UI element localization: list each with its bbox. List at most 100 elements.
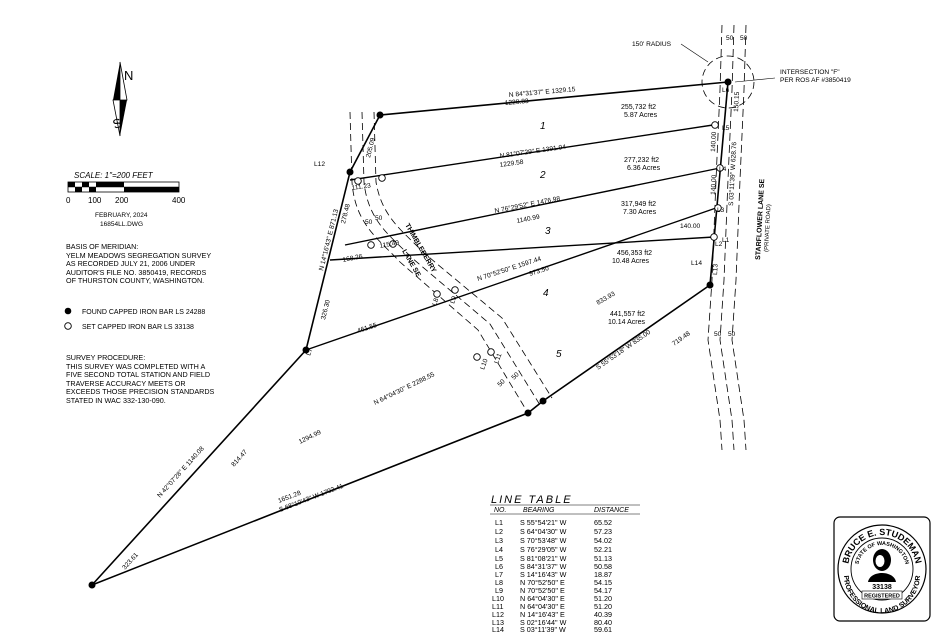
line-table-distance: 40.39 (594, 610, 612, 619)
line-id-l12: L12 (314, 161, 325, 168)
radius-circle (701, 55, 755, 109)
line-table-bearing: S 70°53'48" W (520, 536, 567, 545)
line-table-distance: 51.13 (594, 554, 612, 563)
distance-label: 50 (496, 378, 506, 388)
lot-3-area: 317,949 ft2 (621, 201, 656, 208)
distance-label: 50 (728, 331, 736, 338)
line-table-bearing: N 14°16'43" E (520, 610, 565, 619)
line-table-no: L13 (492, 618, 504, 627)
line-table-distance: 54.17 (594, 586, 612, 595)
lot-4-area: 456,353 ft2 (617, 250, 652, 257)
basis-of-meridian-note: BASIS OF MERIDIAN: YELM MEADOWS SEGREGAT… (66, 242, 212, 286)
lot-2-number: 2 (539, 170, 546, 181)
distance-label: 1229.58 (499, 159, 524, 169)
legend-set-label: SET CAPPED IRON BAR LS 33138 (82, 324, 194, 331)
line-table-bearing: S 03°11'39" W (520, 625, 566, 634)
lot-5-acres: 10.14 Acres (608, 319, 645, 326)
north-arrow-icon: N S (111, 61, 133, 137)
lot-1-acres: 5.87 Acres (624, 112, 658, 119)
table-row: L14 S 03°11'39" W 59.61 (492, 625, 642, 634)
line-table-no: L8 (495, 578, 503, 587)
distance-label: 50 (510, 371, 520, 381)
line-id-l6: L6 (722, 87, 730, 94)
table-row: L6 S 84°31'37" W 50.58 (492, 562, 642, 571)
line-table-bearing: S 76°29'05" W (520, 545, 567, 554)
line-id-l14: L14 (691, 260, 702, 267)
line-id-l2: L2 (715, 241, 723, 248)
north-label: N (124, 68, 133, 83)
line-table-bearing: N 70°52'50" E (520, 578, 565, 587)
line-table-no: L5 (495, 554, 503, 563)
lot-4-acres: 10.48 Acres (612, 258, 649, 265)
line-table-bearing: N 64°04'30" E (520, 594, 565, 603)
distance-label: 833.93 (596, 290, 617, 306)
legend-found-label: FOUND CAPPED IRON BAR LS 24288 (82, 309, 205, 316)
bearing-b8: N 14°16'43" E 871.13 (317, 208, 340, 271)
table-row: L5 S 81°08'21" W 51.13 (492, 554, 642, 563)
distance-label: 278.48 (340, 203, 352, 225)
table-row: L2 S 64°04'30" W 57.23 (492, 527, 642, 536)
line-table-no: L3 (495, 536, 503, 545)
seal-registered: REGISTERED (864, 594, 900, 600)
lot-5-area: 441,557 ft2 (610, 311, 645, 318)
line-table-distance: 52.21 (594, 545, 612, 554)
thimbleberry-lane (349, 111, 553, 414)
line-table-distance: 80.40 (594, 618, 612, 627)
line-table-bearing: S 14°16'43" W (520, 570, 567, 579)
starflower-lane (707, 24, 747, 451)
found-monument-icon (64, 307, 72, 315)
distance-label: 50 (726, 35, 734, 42)
bearing-b5: N 64°04'30" E 2288.55 (372, 370, 436, 407)
distance-label: 168.26 (342, 253, 363, 264)
line-table-distance: 54.15 (594, 578, 612, 587)
table-row: L12 N 14°16'43" E 40.39 (492, 610, 642, 619)
distance-label: 973.50 (528, 265, 550, 278)
line-table-distance: 18.87 (594, 570, 612, 579)
line-table-no: L11 (492, 602, 504, 611)
lot-labels: 1 255,732 ft2 5.87 Acres 2 277,232 ft2 6… (539, 104, 661, 360)
line-table-distance: 51.20 (594, 602, 612, 611)
line-table-bearing: S 55°54'21" W (520, 518, 567, 527)
lot-2-acres: 6.36 Acres (627, 165, 661, 172)
line-table-no: L10 (492, 594, 504, 603)
scale-tick-100: 100 (88, 196, 102, 205)
lot-4-number: 4 (543, 288, 549, 299)
starflower-private-label: (PRIVATE ROAD) (764, 204, 772, 252)
table-row: L13 S 02°16'44" W 80.40 (492, 618, 642, 627)
table-row: L9 N 70°52'50" E 54.17 (492, 586, 642, 595)
distance-label: 205.09 (365, 137, 377, 159)
table-row: L10 N 64°04'30" E 51.20 (492, 594, 642, 603)
table-row: L3 S 70°53'48" W 54.02 (492, 536, 642, 545)
line-table-col-distance: DISTANCE (594, 507, 629, 514)
line-table-no: L6 (495, 562, 503, 571)
radius-leader (680, 43, 709, 63)
line-table-no: L12 (492, 610, 504, 619)
bearing-b10: S 03°11'39" W 628.76 (727, 141, 738, 206)
distance-label: 719.48 (671, 330, 692, 347)
starflower-lane-label: STARFLOWER LANE SE (755, 178, 766, 260)
scale-tick-400: 400 (172, 196, 186, 205)
radius-label: 150' RADIUS (632, 41, 672, 48)
bearing-b2: N 81°07'29" E 1391.94 (499, 143, 567, 160)
line-table-bearing: N 70°52'50" E (520, 586, 565, 595)
distance-label: 50 (740, 35, 748, 42)
line-id-l9: L9 (449, 295, 458, 305)
line-table-col-no: NO. (494, 507, 507, 514)
distance-label: 461.55 (356, 322, 378, 335)
distance-label: 50 (365, 219, 373, 226)
lot-2-area: 277,232 ft2 (624, 157, 659, 164)
line-table-distance: 59.61 (594, 625, 612, 634)
distance-label: 814.47 (230, 448, 249, 468)
lot-3-number: 3 (545, 226, 551, 237)
bearing-b4: N 70°52'50" E 1597.44 (476, 255, 542, 283)
line-table-bearing: S 81°08'21" W (520, 554, 567, 563)
surveyor-seal: BRUCE E. STUDEMAN STATE OF WASHINGTON PR… (833, 516, 931, 622)
line-table-no: L1 (495, 518, 503, 527)
table-row: L8 N 70°52'50" E 54.15 (492, 578, 642, 587)
table-row: L4 S 76°29'05" W 52.21 (492, 545, 642, 554)
line-table-distance: 65.52 (594, 518, 612, 527)
distance-label: 1140.99 (516, 214, 541, 225)
line-id-l10: L10 (479, 358, 489, 371)
line-table-bearing: S 64°04'30" W (520, 527, 567, 536)
